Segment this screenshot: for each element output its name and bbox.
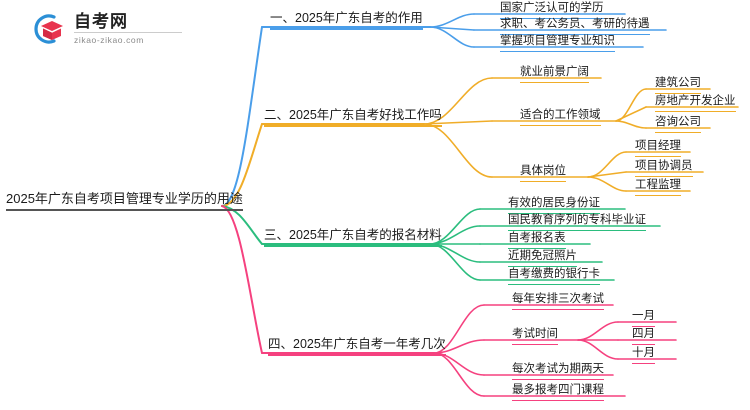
mindmap-node-label: 项目经理 bbox=[635, 140, 681, 152]
mindmap-node-b2-c2[interactable]: 适合的工作领域 bbox=[520, 109, 601, 126]
mindmap-node-label: 二、2025年广东自考好找工作吗 bbox=[264, 108, 442, 122]
mindmap-node-b1-c1[interactable]: 国家广泛认可的学历 bbox=[500, 2, 604, 19]
mindmap-node-label: 四月 bbox=[632, 328, 655, 340]
mindmap-node-b2-c3-g2[interactable]: 项目协调员 bbox=[635, 160, 693, 177]
mindmap-node-b2-c2-g1[interactable]: 建筑公司 bbox=[655, 77, 701, 94]
mindmap-node-label: 每年安排三次考试 bbox=[512, 293, 604, 305]
mindmap-node-label: 一、2025年广东自考的作用 bbox=[270, 11, 423, 25]
logo-text: 自考网 zikao-zikao.com bbox=[74, 12, 182, 46]
logo-name: 自考网 bbox=[74, 12, 128, 31]
mindmap-node-b4-c2-g1[interactable]: 一月 bbox=[632, 310, 655, 327]
mindmap-node-b4-c2-g2[interactable]: 四月 bbox=[632, 328, 655, 345]
mindmap-node-label: 每次考试为期两天 bbox=[512, 363, 604, 375]
graduation-cap-icon bbox=[30, 13, 66, 45]
mindmap-node-branch-4[interactable]: 四、2025年广东自考一年考几次 bbox=[268, 338, 446, 356]
mindmap-node-label: 国家广泛认可的学历 bbox=[500, 2, 604, 14]
mindmap-node-label: 建筑公司 bbox=[655, 77, 701, 89]
site-logo: 自考网 zikao-zikao.com bbox=[30, 10, 190, 50]
mindmap-node-label: 三、2025年广东自考的报名材料 bbox=[264, 228, 442, 242]
mindmap-node-b2-c3[interactable]: 具体岗位 bbox=[520, 165, 566, 182]
mindmap-node-label: 咨询公司 bbox=[655, 116, 701, 128]
mindmap-node-label: 近期免冠照片 bbox=[508, 250, 577, 262]
mindmap-node-branch-2[interactable]: 二、2025年广东自考好找工作吗 bbox=[264, 109, 442, 127]
mindmap-node-label: 考试时间 bbox=[512, 328, 558, 340]
mindmap-node-label: 项目协调员 bbox=[635, 160, 693, 172]
mindmap-node-label: 具体岗位 bbox=[520, 165, 566, 177]
mindmap-node-b3-c3[interactable]: 自考报名表 bbox=[508, 232, 566, 249]
mindmap-node-b2-c2-g3[interactable]: 咨询公司 bbox=[655, 116, 701, 133]
logo-divider bbox=[74, 32, 182, 33]
mindmap-node-label: 四、2025年广东自考一年考几次 bbox=[268, 337, 446, 351]
mindmap-node-b2-c2-g2[interactable]: 房地产开发企业 bbox=[655, 95, 736, 112]
mindmap-node-b2-c1[interactable]: 就业前景广阔 bbox=[520, 66, 589, 83]
mindmap-node-b3-c5[interactable]: 自考缴费的银行卡 bbox=[508, 268, 600, 285]
mindmap-node-label: 房地产开发企业 bbox=[655, 95, 736, 107]
mindmap-node-b2-c3-g3[interactable]: 工程监理 bbox=[635, 179, 681, 196]
mindmap-node-label: 适合的工作领域 bbox=[520, 109, 601, 121]
mindmap-node-branch-3[interactable]: 三、2025年广东自考的报名材料 bbox=[264, 229, 442, 247]
mindmap-node-b4-c3[interactable]: 每次考试为期两天 bbox=[512, 363, 604, 380]
mindmap-node-b3-c4[interactable]: 近期免冠照片 bbox=[508, 250, 577, 267]
mindmap-node-label: 最多报考四门课程 bbox=[512, 384, 604, 396]
mindmap-node-label: 就业前景广阔 bbox=[520, 66, 589, 78]
logo-url: zikao-zikao.com bbox=[74, 35, 144, 45]
mindmap-node-b1-c2[interactable]: 求职、考公务员、考研的待遇 bbox=[500, 18, 650, 35]
mindmap-node-b4-c1[interactable]: 每年安排三次考试 bbox=[512, 293, 604, 310]
mindmap-node-label: 十月 bbox=[632, 347, 655, 359]
mindmap-node-b4-c2[interactable]: 考试时间 bbox=[512, 328, 558, 345]
mindmap-node-b4-c2-g3[interactable]: 十月 bbox=[632, 347, 655, 364]
mindmap-root-node[interactable]: 2025年广东自考项目管理专业学历的用途 bbox=[6, 192, 243, 211]
mindmap-node-label: 工程监理 bbox=[635, 179, 681, 191]
mindmap-node-label: 有效的居民身份证 bbox=[508, 197, 600, 209]
mindmap-node-label: 自考缴费的银行卡 bbox=[508, 268, 600, 280]
mindmap-root-label: 2025年广东自考项目管理专业学历的用途 bbox=[6, 191, 243, 206]
mindmap-node-b1-c3[interactable]: 掌握项目管理专业知识 bbox=[500, 35, 615, 52]
mindmap-node-label: 自考报名表 bbox=[508, 232, 566, 244]
mindmap-node-label: 求职、考公务员、考研的待遇 bbox=[500, 18, 650, 30]
mindmap-node-label: 国民教育序列的专科毕业证 bbox=[508, 214, 646, 226]
mindmap-node-label: 掌握项目管理专业知识 bbox=[500, 35, 615, 47]
mindmap-node-b2-c3-g1[interactable]: 项目经理 bbox=[635, 140, 681, 157]
mindmap-node-b3-c2[interactable]: 国民教育序列的专科毕业证 bbox=[508, 214, 646, 231]
mindmap-node-b3-c1[interactable]: 有效的居民身份证 bbox=[508, 197, 600, 214]
mindmap-node-branch-1[interactable]: 一、2025年广东自考的作用 bbox=[270, 12, 423, 30]
mindmap-node-b4-c4[interactable]: 最多报考四门课程 bbox=[512, 384, 604, 401]
mindmap-node-label: 一月 bbox=[632, 310, 655, 322]
